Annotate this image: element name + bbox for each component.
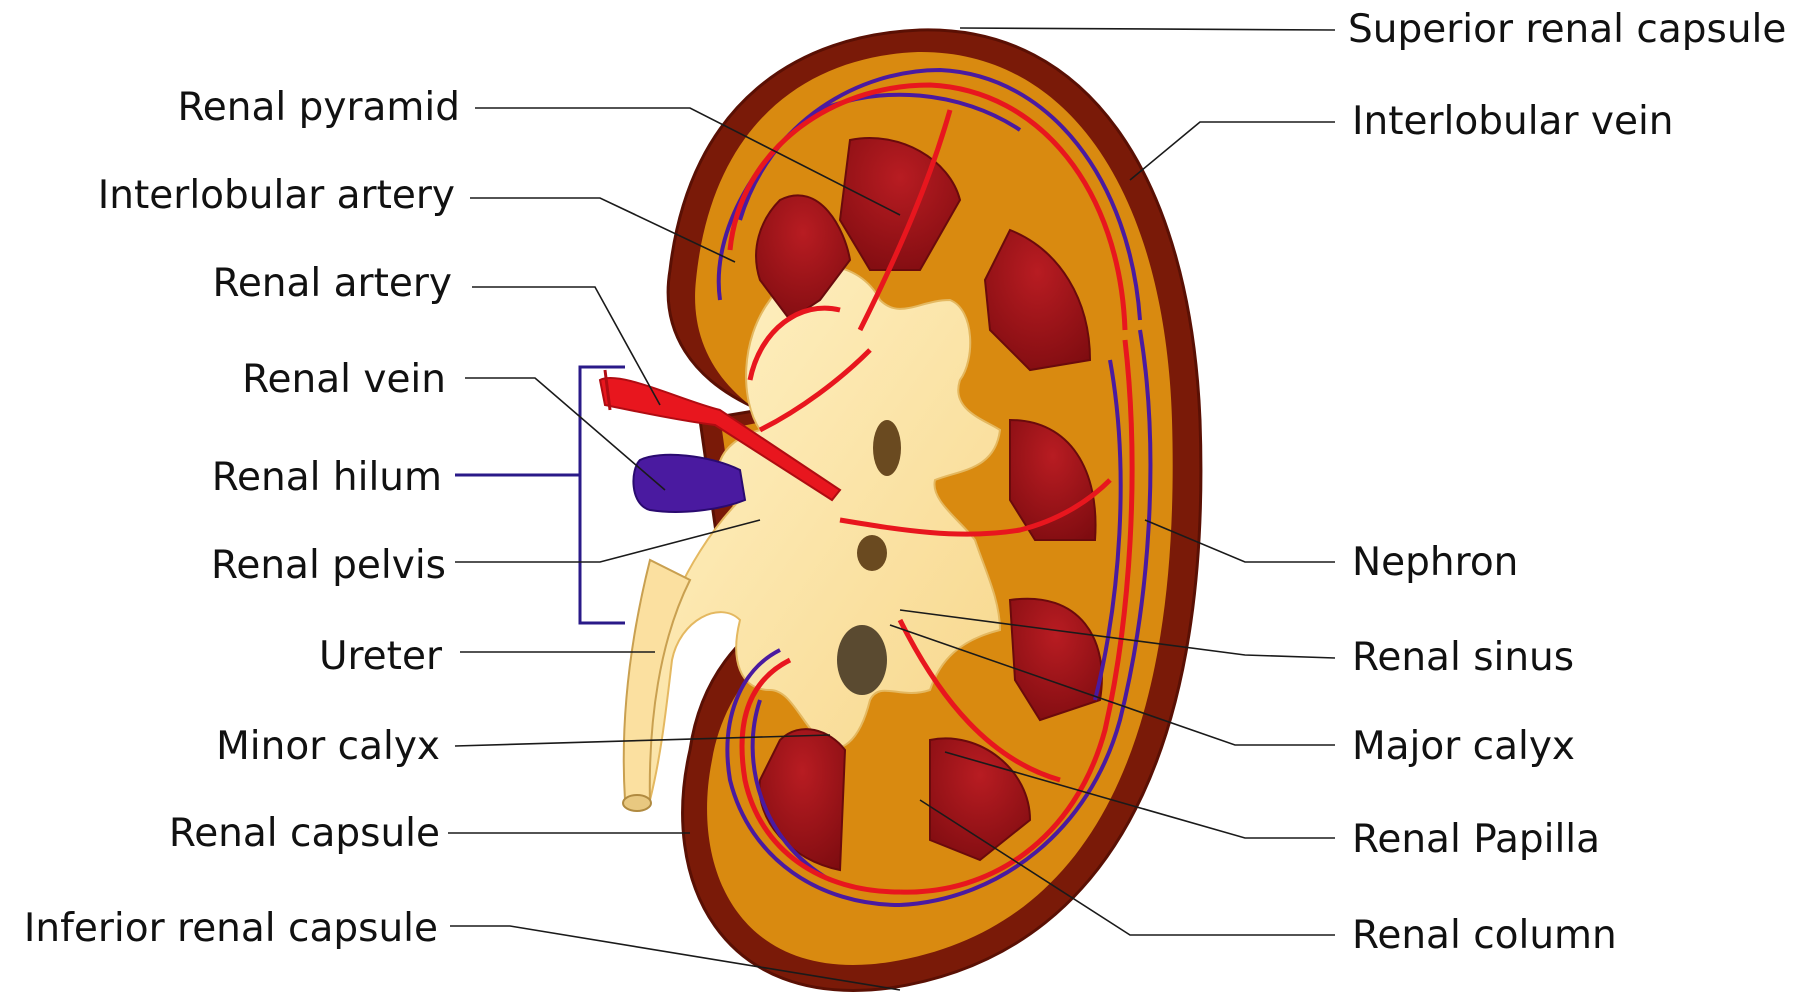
label-interlobular-artery: Interlobular artery (98, 173, 455, 218)
label-renal-pelvis: Renal pelvis (211, 543, 446, 588)
label-renal-pyramid: Renal pyramid (177, 85, 460, 130)
label-renal-hilum: Renal hilum (212, 455, 442, 500)
calyx-opening-lower (837, 625, 887, 695)
label-renal-column: Renal column (1352, 913, 1617, 958)
label-renal-capsule: Renal capsule (169, 811, 440, 856)
label-major-calyx: Major calyx (1352, 724, 1575, 769)
label-renal-sinus: Renal sinus (1352, 635, 1574, 680)
label-inferior-renal-capsule: Inferior renal capsule (24, 906, 438, 951)
label-renal-papilla: Renal Papilla (1352, 817, 1600, 862)
label-superior-renal-capsule: Superior renal capsule (1348, 7, 1786, 52)
label-renal-vein: Renal vein (242, 357, 446, 402)
calyx-opening-middle (857, 535, 887, 571)
label-nephron: Nephron (1352, 540, 1518, 585)
label-minor-calyx: Minor calyx (216, 724, 440, 769)
renal-hilum-bracket (455, 367, 625, 623)
label-renal-artery: Renal artery (212, 261, 452, 306)
calyx-opening-upper (873, 420, 901, 476)
label-ureter: Ureter (319, 634, 443, 679)
ureter-end (623, 795, 651, 811)
label-interlobular-vein: Interlobular vein (1352, 99, 1674, 144)
